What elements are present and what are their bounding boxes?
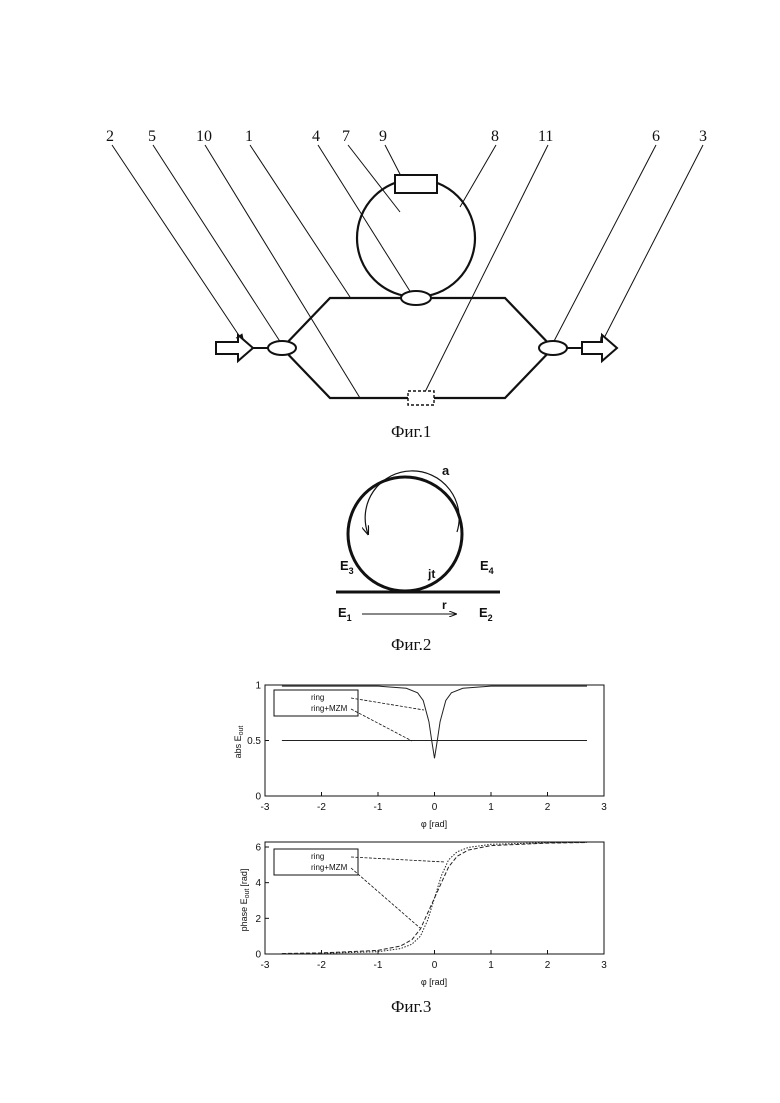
phase-y-tick-label: 0 (255, 950, 261, 961)
label-r: r (442, 598, 447, 612)
phase-y-tick-label: 2 (255, 914, 261, 925)
ring-resonator (357, 179, 475, 297)
leader-10 (205, 145, 360, 398)
phase-x-tick-label: -1 (374, 960, 383, 971)
phase-x-tick-label: 1 (488, 960, 494, 971)
phase-x-tick-label: 3 (601, 960, 607, 971)
magnitude-legend-leader-ring (351, 698, 424, 710)
phase-x-tick-label: 2 (545, 960, 551, 971)
figure-1: 2 5 10 1 4 7 9 8 11 6 3 Фиг.1 (106, 128, 707, 441)
figure-2-caption: Фиг.2 (391, 635, 431, 654)
figure-1-caption: Фиг.1 (391, 422, 431, 441)
leader-7 (348, 145, 400, 212)
phase-x-tick-label: 0 (432, 960, 438, 971)
magnitude-y-tick-label: 0.5 (247, 736, 261, 747)
magnitude-x-tick-label: -2 (317, 802, 326, 813)
input-splitter (268, 341, 296, 355)
label-e1: E1 (338, 605, 352, 623)
label-a: a (442, 463, 450, 478)
label-jt: jt (427, 567, 435, 581)
input-arrow (216, 335, 253, 361)
magnitude-y-tick-label: 1 (255, 681, 261, 692)
ref-numeral-6: 6 (652, 128, 660, 145)
magnitude-y-tick-label: 0 (255, 792, 261, 803)
phase-legend-item-ring: ring (311, 852, 324, 861)
ref-numeral-2: 2 (106, 128, 114, 145)
magnitude-legend-item-ring: ring (311, 693, 324, 702)
ring-waveguide (348, 477, 462, 591)
leader-2 (112, 145, 244, 343)
lower-arm-waveguide (282, 348, 553, 398)
output-combiner (539, 341, 567, 355)
leader-5 (153, 145, 281, 343)
figure-3-caption: Фиг.3 (391, 997, 431, 1016)
circulation-arrow (365, 471, 459, 534)
phase-x-axis-label: φ [rad] (421, 977, 447, 987)
phase-y-axis-label: phase Eout[rad] (239, 869, 251, 932)
magnitude-x-tick-label: 3 (601, 802, 607, 813)
phase-x-tick-label: -3 (261, 960, 270, 971)
magnitude-x-tick-label: 1 (488, 802, 494, 813)
ref-numeral-4: 4 (312, 128, 320, 145)
magnitude-x-tick-label: 2 (545, 802, 551, 813)
ref-numeral-11: 11 (538, 128, 553, 145)
label-e2: E2 (479, 605, 493, 623)
leader-11 (425, 145, 548, 392)
magnitude-x-tick-label: 0 (432, 802, 438, 813)
ring-coupler (401, 291, 431, 305)
leader-8 (460, 145, 496, 207)
phase-chart: 0246 -3-2-10123 φ [rad] phase Eout[rad] … (239, 842, 607, 987)
magnitude-x-tick-label: -1 (374, 802, 383, 813)
magnitude-legend-leader-ring-mzm (351, 709, 412, 741)
phase-legend-leader-ring (351, 857, 445, 862)
phase-y-tick-label: 6 (255, 842, 261, 853)
phase-shifter (408, 391, 434, 405)
ref-numeral-5: 5 (148, 128, 156, 145)
ref-numeral-9: 9 (379, 128, 387, 145)
ref-numeral-10: 10 (196, 128, 212, 145)
ref-numeral-1: 1 (245, 128, 253, 145)
ref-numeral-7: 7 (342, 128, 350, 145)
label-e3: E3 (340, 558, 354, 576)
magnitude-x-tick-label: -3 (261, 802, 270, 813)
leader-1 (250, 145, 350, 297)
leader-6 (552, 145, 656, 345)
leader-9 (385, 145, 402, 178)
phase-x-tick-label: -2 (317, 960, 326, 971)
figure-3: 0 0.5 1 -3 -2 -1 0 1 2 3 φ [rad] abs Eout ring r… (233, 681, 607, 1017)
magnitude-x-axis-label: φ [rad] (421, 819, 447, 829)
ref-numeral-8: 8 (491, 128, 499, 145)
label-e4: E4 (480, 558, 494, 576)
leader-3 (600, 145, 703, 346)
phase-legend-leader-ring-mzm (351, 868, 420, 928)
phase-y-tick-label: 4 (255, 878, 261, 889)
magnitude-legend-item-ring-mzm: ring+MZM (311, 704, 348, 713)
magnitude-y-axis-label: abs Eout (233, 726, 245, 759)
ring-heater-element (395, 175, 437, 193)
ref-numeral-3: 3 (699, 128, 707, 145)
figure-2: a jt r E3 E4 E1 E2 Фиг.2 (336, 463, 500, 654)
magnitude-chart: 0 0.5 1 -3 -2 -1 0 1 2 3 φ [rad] abs Eout ring r… (233, 681, 607, 830)
phase-legend-item-ring-mzm: ring+MZM (311, 863, 348, 872)
output-arrow (582, 335, 617, 361)
